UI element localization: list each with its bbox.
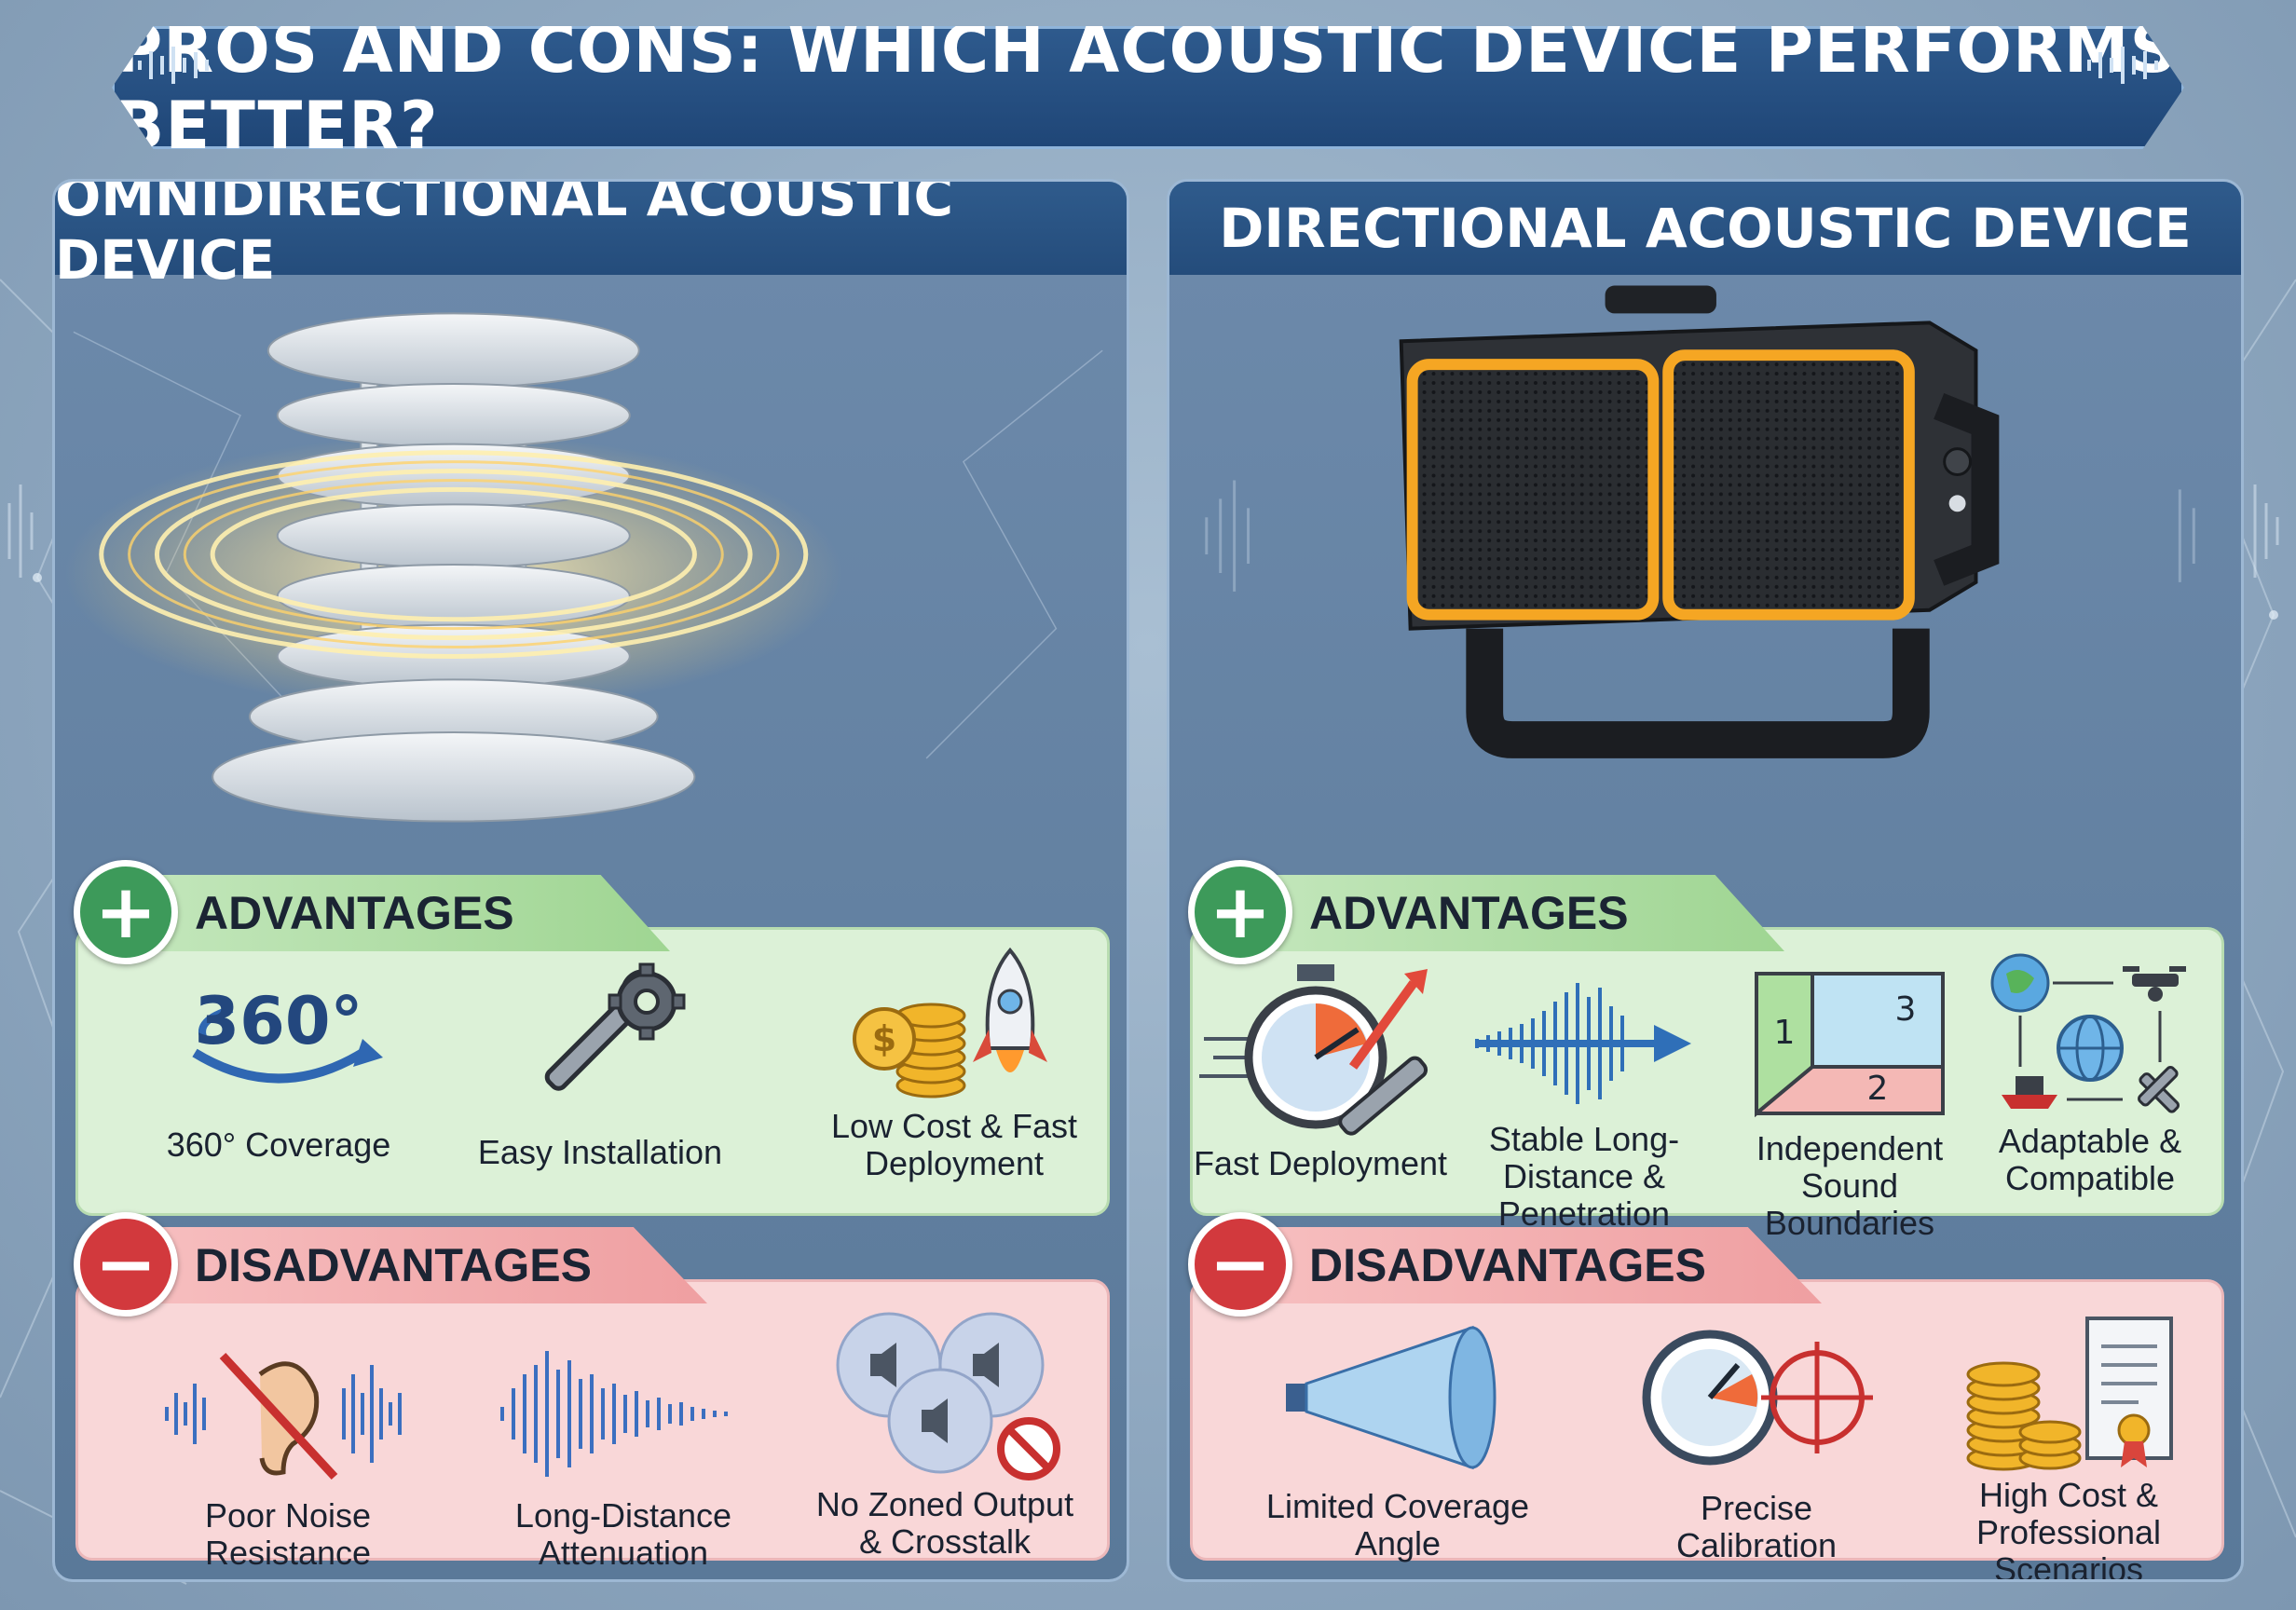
svg-text:$: $: [872, 1018, 896, 1059]
disadvantage-item: Poor Noise Resistance: [148, 1337, 428, 1572]
advantage-item: Easy Installation: [470, 955, 731, 1171]
disadvantage-label: Long-Distance Attenuation: [514, 1496, 732, 1572]
overlapping-speakers-icon: [836, 1312, 1060, 1480]
zones-icon: 1 3 2: [1755, 972, 1945, 1118]
360-rotate-icon: 360°: [192, 983, 383, 1084]
zone-label: 2: [1867, 1070, 1889, 1108]
advantage-item: Fast Deployment: [1190, 964, 1451, 1182]
disadvantage-label: Precise Calibration: [1675, 1489, 1838, 1564]
directional-device-image: [1205, 285, 2195, 758]
disadvantage-label: Limited Coverage Angle: [1265, 1487, 1530, 1562]
plus-icon: +: [74, 860, 178, 964]
panel-header: DIRECTIONAL ACOUSTIC DEVICE: [1169, 182, 2241, 275]
omnidirectional-panel: OMNIDIRECTIONAL ACOUSTIC DEVICE: [52, 179, 1129, 1582]
advantage-label: Stable Long-Distance & Penetration: [1488, 1120, 1680, 1233]
disadvantage-item: Limited Coverage Angle: [1263, 1318, 1533, 1562]
title-wave-right-icon: [2087, 47, 2158, 84]
disadvantages-label: DISADVANTAGES: [195, 1239, 592, 1291]
panel-title: OMNIDIRECTIONAL ACOUSTIC DEVICE: [55, 179, 954, 292]
panel-title: DIRECTIONAL ACOUSTIC DEVICE: [1219, 197, 2192, 260]
disadvantage-item: High Cost & Professional Scenarios: [1915, 1300, 2222, 1582]
advantages-label: ADVANTAGES: [1309, 887, 1629, 939]
coins-certificate-icon: [1966, 1317, 2173, 1471]
advantage-label: Low Cost & Fast Deployment: [830, 1107, 1078, 1182]
disadvantage-item: Precise Calibration: [1617, 1328, 1896, 1564]
zone-label: 3: [1895, 990, 1917, 1029]
disadvantages-tab: DISADVANTAGES: [92, 1227, 707, 1303]
plus-icon: +: [1188, 860, 1292, 964]
disadvantage-item: No Zoned Output & Crosstalk: [810, 1309, 1080, 1561]
coins-rocket-icon: $: [853, 947, 1047, 1098]
disadvantage-label: High Cost & Professional Scenarios: [1975, 1476, 2162, 1582]
disadvantages-label: DISADVANTAGES: [1309, 1239, 1706, 1291]
advantage-item: Stable Long-Distance & Penetration: [1449, 974, 1719, 1233]
omnidirectional-device-image: [63, 312, 1103, 823]
crossed-ear-icon: [165, 1352, 402, 1480]
minus-icon: −: [1188, 1212, 1292, 1317]
advantage-label: Easy Installation: [477, 1133, 723, 1171]
gauge-crosshair-icon: [1642, 1330, 1873, 1466]
stopwatch-wrench-icon: [1199, 964, 1428, 1136]
zone-label: 1: [1774, 1014, 1796, 1052]
advantages-tab: ADVANTAGES: [92, 875, 670, 951]
title-wave-left-icon: [138, 47, 209, 84]
360-icon-text: 360°: [194, 983, 362, 1059]
advantage-label: 360° Coverage: [166, 1126, 391, 1164]
panel-header: OMNIDIRECTIONAL ACOUSTIC DEVICE: [55, 182, 1127, 292]
disadvantages-tab: DISADVANTAGES: [1207, 1227, 1822, 1303]
disadvantage-item: Long-Distance Attenuation: [484, 1337, 763, 1572]
disadvantage-label: Poor Noise Resistance: [204, 1496, 372, 1572]
wave-arrow-icon: [1475, 983, 1691, 1104]
advantage-label: Adaptable & Compatible: [1998, 1122, 2182, 1197]
globe-network-icon: [1990, 953, 2186, 1113]
advantage-label: Independent Sound Boundaries: [1756, 1129, 1944, 1242]
disadvantage-label: No Zoned Output & Crosstalk: [815, 1485, 1074, 1561]
advantages-label: ADVANTAGES: [195, 887, 514, 939]
wrench-gear-icon: [544, 962, 686, 1091]
fading-wave-icon: [500, 1351, 728, 1477]
advantage-item: Adaptable & Compatible: [1969, 946, 2211, 1197]
minus-icon: −: [74, 1212, 178, 1317]
page-title: PROS AND CONS: WHICH ACOUSTIC DEVICE PER…: [115, 11, 2179, 164]
advantages-tab: ADVANTAGES: [1207, 875, 1784, 951]
directional-panel: DIRECTIONAL ACOUSTIC DEVICE ADVANTAGES +: [1167, 179, 2244, 1582]
advantage-label: Fast Deployment: [1193, 1144, 1448, 1182]
advantage-item: $ Low Cost & Fast Deployment: [819, 946, 1089, 1182]
title-banner: PROS AND CONS: WHICH ACOUSTIC DEVICE PER…: [112, 26, 2184, 149]
advantage-item: 360° 360° Coverage: [148, 964, 409, 1164]
cone-beam-icon: [1286, 1325, 1496, 1470]
advantage-item: 1 3 2 Independent Sound Boundaries: [1729, 964, 1971, 1242]
